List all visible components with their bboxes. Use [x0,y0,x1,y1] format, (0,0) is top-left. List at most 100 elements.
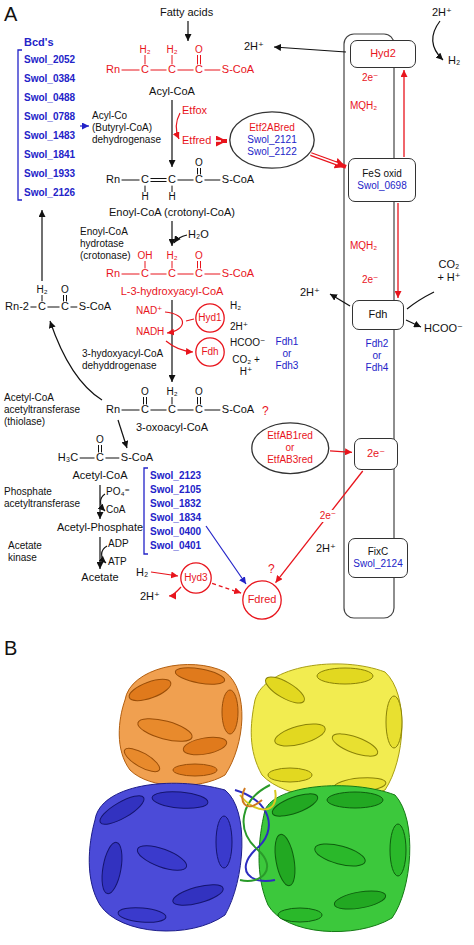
drawn-shape [268,768,312,782]
node-text: Fdh [201,346,218,358]
formula-atom: S-CoA [121,451,153,464]
enzyme-circle: EtfAB1red or EtfAB3red [251,422,330,474]
label-text: B [4,636,17,660]
label-text: Swol_1483 [24,130,75,142]
formula-atom: C [195,173,203,186]
bond-line [177,410,193,411]
formula-atom: Acetyl-Phosphate [57,521,143,534]
label-text: Etfox [182,104,207,117]
label-text: Swol_2126 [24,187,75,199]
bond-line [122,180,140,181]
label-text: Acetyl-CoA acetyltransferase (thiolase) [4,392,98,428]
label-text: 2H⁺ [140,590,160,603]
drawn-shape [169,587,181,596]
drawn-shape [171,221,172,246]
drawn-shape [407,292,434,309]
drawn-shape [41,210,42,281]
node-text: 2e⁻ [367,447,385,460]
drawn-shape [327,792,383,808]
drawn-shape [186,319,194,321]
drawn-shape [251,664,402,799]
label-text: HCOO⁻ [230,337,265,349]
node-text: Hyd1 [198,312,221,324]
circle-outline [181,563,211,593]
formula-atom: H [168,191,175,203]
formula-atom: O [195,157,203,169]
formula-atom: S-CoA [222,267,254,280]
drawn-shape [171,881,225,910]
formula-atom: C [168,403,176,416]
formula-atom: C [141,173,149,186]
drawn-shape [406,320,421,327]
formula-atom: C [195,403,203,416]
node-text: Swol_0698 [357,180,406,192]
label-text: Swol_1834 [150,512,201,524]
formula-atom: Acetyl-CoA [72,469,127,482]
drawn-shape [273,720,328,751]
drawn-shape [386,696,402,748]
label-text: Swol_1832 [150,498,201,510]
drawn-shape [89,783,242,931]
drawn-shape [242,788,262,806]
formula-atom: H [141,191,148,203]
drawn-shape [151,790,208,811]
drawn-shape [151,572,178,576]
drawn-shape [216,140,221,142]
formula-atom: Enoyl-CoA (crotonyl-CoA) [109,206,235,219]
bond-line [172,55,173,64]
drawn-shape [333,888,387,913]
drawn-shape [18,50,22,200]
drawn-shape [171,300,172,382]
formula-atom: C [195,267,203,280]
label-text: MQH₂ [350,100,377,112]
protein-box: FixCSwol_2124 [348,538,407,578]
bond-line [197,397,198,404]
label-text: ? [268,562,275,576]
bond-line [150,70,166,71]
bond-line [70,307,77,308]
circle-outline [230,112,314,168]
bond-line [105,458,119,459]
protein-box: FeS oxidSwol_0698 [348,158,416,202]
arrow-core [311,154,338,164]
protein-box: 2e⁻ [354,438,398,470]
formula-atom: Rn [106,173,120,186]
formula-atom: C [38,300,46,313]
formula-atom: C [61,300,69,313]
label-text: MQH₂ [350,240,377,252]
drawn-shape [144,468,148,554]
drawn-shape [317,668,373,684]
formula-atom: C [141,267,149,280]
drawn-shape [433,21,443,60]
drawn-shape [80,125,89,126]
label-text: Swol_2052 [24,54,75,66]
enzyme-circle: Hyd1 [195,303,225,333]
formula-atom: H₃C [58,451,78,464]
drawn-shape [222,690,238,734]
bond-line [200,397,201,404]
formula-atom: S-CoA [222,173,254,186]
label-text: A [4,2,17,26]
bond-line [177,274,193,275]
formula-atom: Rn [106,63,120,76]
circle-outline [243,581,281,619]
drawn-shape [390,824,406,876]
label-text: H₂ [448,54,460,67]
formula-atom: Rn [106,267,120,280]
label-text: Swol_0384 [24,73,75,85]
drawn-shape [330,729,381,760]
drawn-shape [166,341,193,352]
formula-atom: H₂ [166,386,177,398]
drawn-shape [136,714,195,746]
electron-flow-arrow [403,70,404,157]
protein-structure [89,664,410,932]
drawn-shape [235,790,275,881]
electron-flow-arrow [212,583,241,593]
bond-line [150,274,166,275]
label-text: 3-hydoxyacyl-CoA dehyddrogenase [82,348,170,372]
bond-line [204,180,220,181]
drawn-shape [102,546,107,563]
enzyme-circle: Etf2ABredSwol_2121Swol_2122 [229,111,315,169]
bond-line [145,55,146,64]
drawn-shape [117,906,166,924]
